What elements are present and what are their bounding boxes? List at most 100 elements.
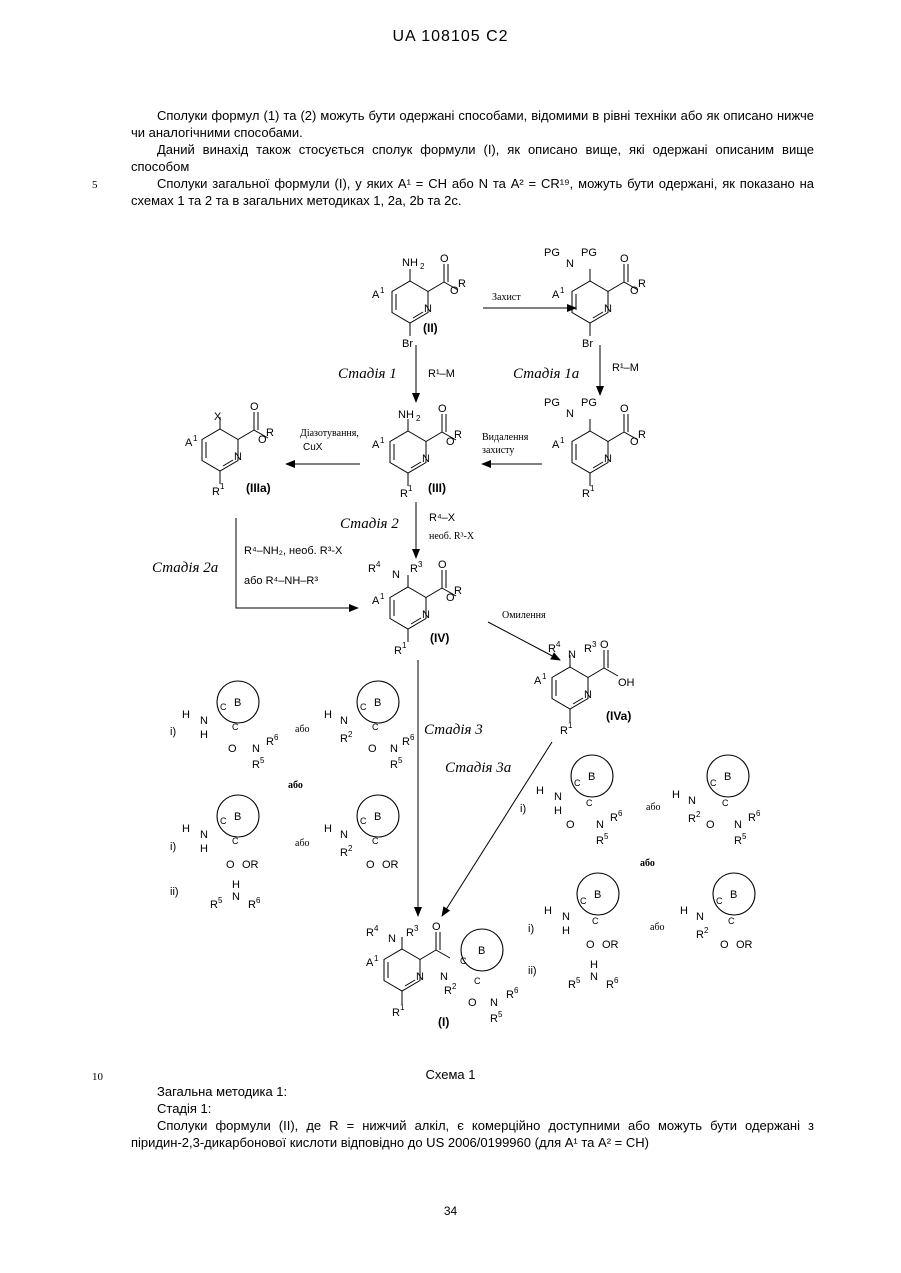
svg-text:6: 6 — [256, 896, 261, 905]
svg-text:H: H — [324, 709, 332, 721]
svg-text:R: R — [606, 979, 614, 991]
svg-text:R: R — [696, 929, 704, 941]
svg-text:C: C — [580, 896, 587, 906]
svg-text:5: 5 — [218, 896, 223, 905]
svg-text:6: 6 — [410, 733, 415, 742]
svg-text:Br: Br — [582, 338, 593, 350]
svg-text:R: R — [394, 645, 402, 657]
svg-text:N: N — [568, 649, 576, 661]
svg-text:O: O — [720, 939, 729, 951]
svg-text:H: H — [562, 925, 570, 937]
option-i-3: i) — [520, 803, 526, 815]
svg-text:C: C — [220, 702, 227, 712]
svg-text:A: A — [552, 439, 560, 451]
svg-text:1: 1 — [542, 672, 547, 681]
reagent-amine-2: R5 NH R6 — [568, 959, 619, 991]
svg-text:1: 1 — [400, 1003, 405, 1012]
condition-or-amine: або R⁴–NH–R³ — [244, 575, 318, 587]
svg-text:A: A — [366, 957, 374, 969]
svg-text:PG: PG — [544, 397, 560, 409]
svg-text:3: 3 — [418, 560, 423, 569]
svg-text:C: C — [232, 836, 239, 846]
svg-text:H: H — [680, 905, 688, 917]
svg-text:R: R — [688, 813, 696, 825]
reagent-amide-4: HN R2 CC O NR6 R5 — [672, 755, 761, 847]
condition-protection: Захист — [492, 292, 521, 303]
reagent-amide-1: HNH CC O NR6 R5 — [182, 681, 279, 771]
svg-text:N: N — [200, 715, 208, 727]
svg-text:C: C — [586, 798, 593, 808]
stage-3a-label: Стадія 3a — [445, 760, 511, 776]
svg-text:X: X — [214, 411, 222, 423]
svg-text:6: 6 — [514, 986, 519, 995]
svg-text:R: R — [506, 989, 514, 1001]
svg-text:N: N — [596, 819, 604, 831]
condition-deprotection-1: Видалення — [482, 432, 529, 443]
intro-paragraph-1: Сполуки формул (1) та (2) можуть бути од… — [131, 107, 814, 141]
svg-text:H: H — [590, 959, 598, 971]
svg-text:C: C — [232, 722, 239, 732]
svg-text:3: 3 — [592, 640, 597, 649]
svg-text:PG: PG — [581, 247, 597, 259]
condition-diazotization-1: Діазотування, — [300, 428, 359, 439]
svg-text:C: C — [728, 916, 735, 926]
svg-text:A: A — [372, 289, 380, 301]
condition-r1m-1: R¹–M — [428, 368, 455, 380]
svg-text:2: 2 — [348, 730, 353, 739]
svg-text:R: R — [454, 429, 462, 441]
option-i-4: i) — [528, 923, 534, 935]
intro-paragraph-2: Даний винахід також стосується сполук фо… — [131, 141, 814, 175]
svg-text:O: O — [706, 819, 715, 831]
svg-text:R: R — [596, 835, 604, 847]
svg-text:O: O — [566, 819, 575, 831]
stage-2-label: Стадія 2 — [340, 516, 399, 532]
reagent-ester-4: HN R2 CC OOR — [680, 873, 755, 951]
reagent-amine-1: R5 NH R6 — [210, 879, 261, 911]
svg-text:PG: PG — [544, 247, 560, 259]
svg-text:H: H — [554, 805, 562, 817]
svg-text:R: R — [392, 1007, 400, 1019]
svg-text:R: R — [266, 427, 274, 439]
svg-text:4: 4 — [374, 924, 379, 933]
svg-text:N: N — [232, 891, 240, 903]
compound-protected-II-structure: PGNPG OR A1 Br — [544, 247, 646, 350]
svg-text:R: R — [568, 979, 576, 991]
svg-text:6: 6 — [614, 976, 619, 985]
or-label-1: або — [295, 724, 310, 735]
svg-text:A: A — [185, 437, 193, 449]
stage-1a-label: Стадія 1a — [513, 366, 579, 382]
reagent-ester-2: HN R2 CC OOR — [324, 795, 399, 871]
svg-text:1: 1 — [380, 592, 385, 601]
svg-text:3: 3 — [414, 924, 419, 933]
reagent-amide-2: HN R2 CC O NR6 R5 — [324, 681, 415, 771]
option-i-2: i) — [170, 841, 176, 853]
svg-text:R: R — [454, 585, 462, 597]
svg-text:6: 6 — [274, 733, 279, 742]
svg-text:R: R — [390, 759, 398, 771]
svg-text:Br: Br — [402, 338, 413, 350]
svg-text:1: 1 — [590, 484, 595, 493]
svg-text:4: 4 — [556, 640, 561, 649]
svg-text:N: N — [200, 829, 208, 841]
svg-text:N: N — [340, 715, 348, 727]
compound-III-structure: NH2 OR A1 R1 — [372, 403, 462, 500]
svg-text:H: H — [536, 785, 544, 797]
svg-text:C: C — [360, 816, 367, 826]
svg-text:R: R — [210, 899, 218, 911]
svg-text:H: H — [544, 905, 552, 917]
label-compound-IVa: (IVa) — [606, 709, 631, 723]
svg-text:H: H — [200, 729, 208, 741]
svg-text:OR: OR — [242, 859, 259, 871]
condition-deprotection-2: захисту — [482, 445, 514, 456]
svg-text:O: O — [586, 939, 595, 951]
svg-text:C: C — [592, 916, 599, 926]
method-text: Сполуки формули (II), де R = нижчий алкі… — [131, 1117, 814, 1151]
svg-text:1: 1 — [402, 641, 407, 650]
svg-text:R: R — [560, 725, 568, 737]
method-stage: Стадія 1: — [131, 1100, 814, 1117]
svg-text:A: A — [372, 439, 380, 451]
svg-text:6: 6 — [618, 809, 623, 818]
svg-text:C: C — [360, 702, 367, 712]
svg-text:N: N — [566, 258, 574, 270]
svg-text:1: 1 — [560, 436, 565, 445]
